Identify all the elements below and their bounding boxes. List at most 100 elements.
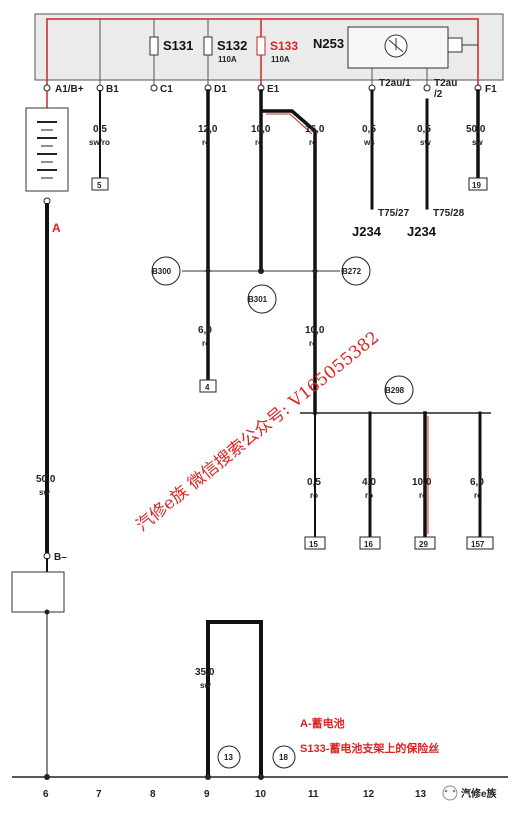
splice-node-e1 bbox=[258, 268, 264, 274]
ref-box-15-label: 15 bbox=[309, 540, 318, 549]
wire-f1-gauge: 50,0 bbox=[466, 124, 486, 135]
fuse-s133-symbol bbox=[256, 36, 266, 56]
bus-number: 6 bbox=[43, 789, 49, 800]
battery-label: A bbox=[52, 221, 61, 235]
wire-d1-lower-gauge: 6,0 bbox=[198, 325, 212, 336]
terminal-bminus-label: B– bbox=[54, 552, 67, 563]
wire-b1-color: sw/ro bbox=[89, 138, 110, 147]
bus-number: 9 bbox=[204, 789, 210, 800]
lower-left-component bbox=[11, 571, 65, 613]
terminal-t2au1-label: T2au/1 bbox=[379, 78, 411, 89]
splice-b272 bbox=[341, 256, 371, 286]
terminal-t2au2-label-a: T2au bbox=[434, 78, 457, 89]
wire-d1-color: ro bbox=[202, 138, 210, 147]
fuse-s131-label: S131 bbox=[163, 38, 193, 53]
wire-e1-branch bbox=[260, 109, 317, 415]
terminal-f1-label: F1 bbox=[485, 84, 497, 95]
bus-numbers: 6 7 8 9 10 11 12 13 bbox=[43, 789, 427, 800]
ref-box-29 bbox=[414, 536, 436, 550]
bus-node-6 bbox=[44, 774, 50, 780]
ref-box-29-label: 29 bbox=[419, 540, 428, 549]
bus-node-10 bbox=[258, 774, 264, 780]
ground-strap-35 bbox=[206, 620, 263, 779]
ground-point-18-label: 18 bbox=[279, 753, 288, 762]
battery-symbol bbox=[25, 107, 69, 192]
wire-e1-color: ro bbox=[255, 138, 263, 147]
splice-b301-label: B301 bbox=[248, 295, 268, 304]
terminal-a1-label: A1/B+ bbox=[55, 84, 84, 95]
wire-e1-lower-gauge: 10,0 bbox=[305, 325, 325, 336]
watermark-text: 汽修e族 微信搜索公众号: V165055382 bbox=[133, 328, 384, 536]
connector-t75-27: T75/27 bbox=[378, 208, 410, 219]
module-n253-plug bbox=[447, 37, 463, 53]
ref-box-19-label: 19 bbox=[472, 181, 481, 190]
wire-branch-157-color: ro bbox=[474, 491, 482, 500]
ground-point-18 bbox=[272, 745, 296, 769]
bus-number: 8 bbox=[150, 789, 156, 800]
splice-b300-label: B300 bbox=[152, 267, 172, 276]
module-label: N253 bbox=[313, 36, 344, 51]
connector-j234-a: J234 bbox=[352, 224, 382, 239]
wire-e1-lower-color: ro bbox=[309, 339, 317, 348]
wire-branch-15-gauge: 0,5 bbox=[307, 477, 321, 488]
bus-number: 11 bbox=[308, 789, 319, 800]
battery-main-color: sw bbox=[39, 488, 50, 497]
splice-node-e1b bbox=[312, 268, 318, 274]
ground-strap-color: sw bbox=[200, 681, 211, 690]
fuse-s131-symbol bbox=[149, 36, 159, 56]
fuse-s132-rating: 110A bbox=[218, 55, 237, 64]
wire-f1-color: sw bbox=[472, 138, 483, 147]
terminal-e1-label: E1 bbox=[267, 84, 280, 95]
ref-box-4 bbox=[199, 379, 217, 393]
legend-battery: A-蓄电池 bbox=[300, 716, 345, 730]
internal-bus-red bbox=[46, 18, 479, 86]
ground-strap-gauge: 35,0 bbox=[195, 667, 215, 678]
battery-main-gauge: 50,0 bbox=[36, 474, 56, 485]
ref-box-157-label: 157 bbox=[471, 540, 485, 549]
wire-branch-29-color: ro bbox=[419, 491, 427, 500]
ref-box-5 bbox=[91, 177, 109, 191]
wire-branch-16-gauge: 4,0 bbox=[362, 477, 376, 488]
fuse-s133-label: S133 bbox=[270, 39, 298, 53]
bus-number: 13 bbox=[415, 789, 427, 800]
wire-e1b-color: ro bbox=[309, 138, 317, 147]
bus-node-9 bbox=[205, 774, 211, 780]
ref-box-16-label: 16 bbox=[364, 540, 373, 549]
wire-branch-157-gauge: 6,0 bbox=[470, 477, 484, 488]
wire-e1-branch-red bbox=[266, 113, 313, 135]
fuse-s133-rating: 110A bbox=[271, 55, 290, 64]
wire-e1b-gauge: 16,0 bbox=[305, 124, 325, 135]
ref-box-5-label: 5 bbox=[97, 181, 102, 190]
terminal-a1 bbox=[43, 84, 51, 92]
ref-box-157 bbox=[466, 536, 494, 550]
terminal-d1-label: D1 bbox=[214, 84, 227, 95]
splice-node-d1 bbox=[205, 268, 211, 274]
ref-box-19 bbox=[468, 177, 488, 191]
splice-b301 bbox=[247, 284, 277, 314]
wire-branch-29-gauge: 10,0 bbox=[412, 477, 432, 488]
wire-branch-15-color: ro bbox=[310, 491, 318, 500]
connector-t75-28: T75/28 bbox=[433, 208, 465, 219]
wire-branch-16-color: ro bbox=[365, 491, 373, 500]
terminal-b1-label: B1 bbox=[106, 84, 119, 95]
ref-box-16 bbox=[359, 536, 381, 550]
wire-b1-gauge: 0,5 bbox=[93, 124, 107, 135]
ref-box-4-label: 4 bbox=[205, 383, 210, 392]
ref-box-15 bbox=[304, 536, 326, 550]
splice-b298 bbox=[384, 375, 414, 405]
bus-number: 7 bbox=[96, 789, 102, 800]
bus-number: 10 bbox=[255, 789, 267, 800]
fuse-s132-symbol bbox=[203, 36, 213, 56]
wire-d1-lower-color: ro bbox=[202, 339, 210, 348]
terminal-t2au2 bbox=[423, 84, 431, 92]
ground-point-13-label: 13 bbox=[224, 753, 233, 762]
splice-b272-label: B272 bbox=[342, 267, 362, 276]
splice-b298-label: B298 bbox=[385, 386, 405, 395]
terminal-t2au2-label-b: /2 bbox=[434, 89, 443, 100]
legend-fuse-s133: S133-蓄电池支架上的保险丝 bbox=[300, 741, 439, 755]
fuse-s132-label: S132 bbox=[217, 38, 247, 53]
battery-cells bbox=[37, 121, 57, 179]
wire-t2au1-gauge: 0,5 bbox=[362, 124, 376, 135]
bus-number: 12 bbox=[363, 789, 375, 800]
